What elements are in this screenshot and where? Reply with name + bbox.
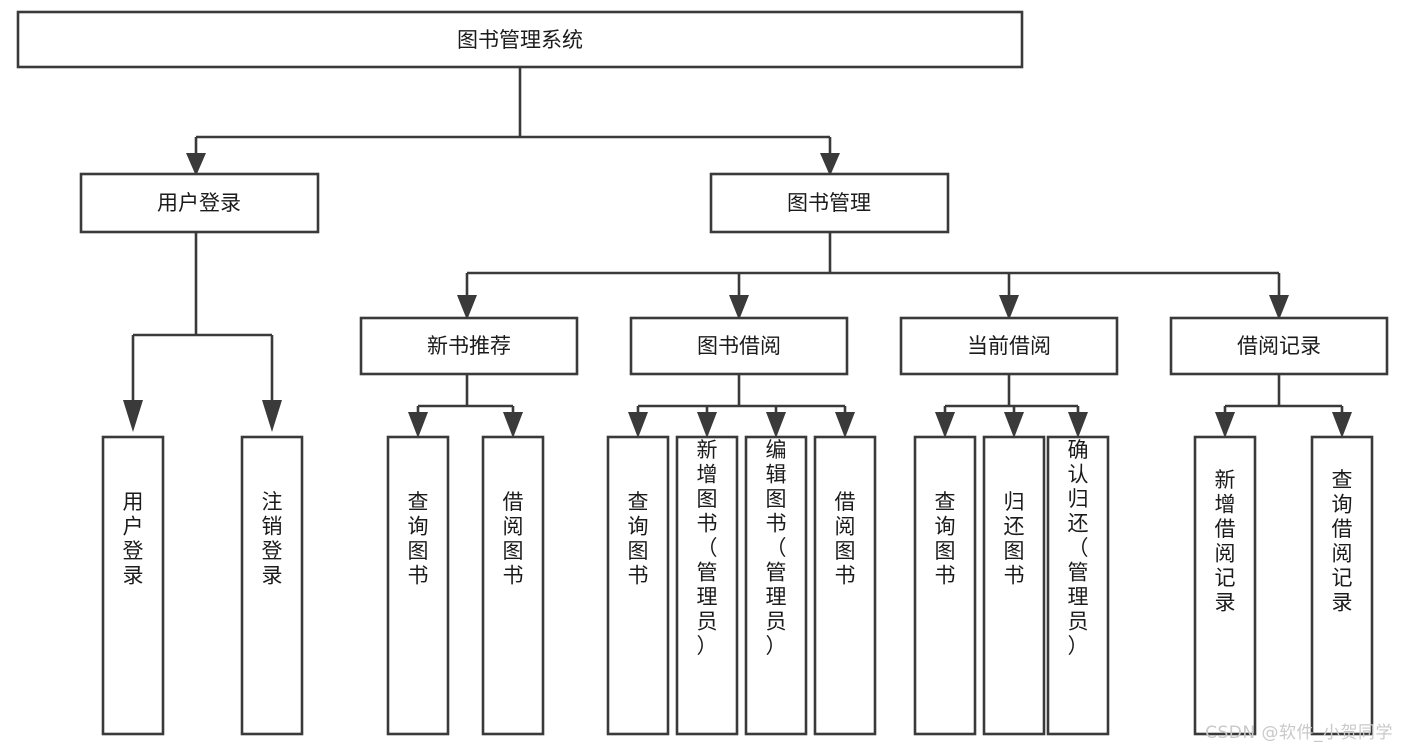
leaf-query-record-label: 查询借阅记录 xyxy=(1332,468,1353,615)
node-book-borrow-label: 图书借阅 xyxy=(697,334,781,358)
leaf-add-book-label: 新增图书（管理员） xyxy=(697,438,718,658)
leaf-borrow-book-1-box[interactable] xyxy=(481,435,545,736)
arrowhead-new-book-rec xyxy=(457,295,477,320)
arrowhead-user-login xyxy=(186,153,206,176)
leaf-return-book-box[interactable] xyxy=(982,435,1046,736)
node-new-book-rec[interactable]: 新书推荐 xyxy=(359,316,579,376)
leaf-query-book-3-label: 查询图书 xyxy=(935,490,956,588)
arrowhead-leaf-user-login xyxy=(123,400,143,432)
leaf-query-book-2-label: 查询图书 xyxy=(628,490,649,588)
leaf-add-record-box[interactable] xyxy=(1193,435,1257,736)
leaf-logout-label: 注销登录 xyxy=(262,490,283,588)
arrowhead-book-borrow xyxy=(729,295,749,320)
leaf-node[interactable]: 归还图书 xyxy=(982,435,1046,736)
leaf-edit-book-box[interactable] xyxy=(744,435,808,736)
leaf-node[interactable]: 借阅图书 xyxy=(481,435,545,736)
arrowhead-leaf-add-book xyxy=(697,412,717,438)
leaf-borrow-book-1-label: 借阅图书 xyxy=(503,490,524,588)
leaf-return-book-label: 归还图书 xyxy=(1004,490,1025,588)
node-root-box[interactable] xyxy=(16,10,1024,69)
leaf-node[interactable]: 查询借阅记录 xyxy=(1310,435,1374,736)
arrowhead-leaf-query-book-3 xyxy=(935,412,955,438)
leaf-user-login-box[interactable] xyxy=(101,435,165,736)
leaf-node[interactable]: 新增图书（管理员） xyxy=(675,435,739,736)
node-book-manage-box[interactable] xyxy=(709,172,950,234)
node-book-manage-label: 图书管理 xyxy=(787,191,871,215)
arrowhead-leaf-query-book-1 xyxy=(408,412,428,438)
node-book-borrow[interactable]: 图书借阅 xyxy=(629,316,849,376)
leaf-node[interactable]: 查询图书 xyxy=(606,435,670,736)
node-user-login[interactable]: 用户登录 xyxy=(79,172,320,234)
leaf-node[interactable]: 新增借阅记录 xyxy=(1193,435,1257,736)
leaf-query-book-2-box[interactable] xyxy=(606,435,670,736)
leaf-query-record-box[interactable] xyxy=(1310,435,1374,736)
leaf-node[interactable]: 编辑图书（管理员） xyxy=(744,435,808,736)
arrowhead-leaf-edit-book xyxy=(766,412,786,438)
connector-group xyxy=(123,67,1352,438)
node-borrow-record-label: 借阅记录 xyxy=(1237,334,1321,358)
arrowhead-leaf-confirm-return xyxy=(1068,412,1088,438)
node-borrow-record-box[interactable] xyxy=(1169,316,1389,376)
leaf-node[interactable]: 用户登录 xyxy=(101,435,165,736)
node-book-manage[interactable]: 图书管理 xyxy=(709,172,950,234)
node-current-borrow-label: 当前借阅 xyxy=(967,334,1051,358)
node-user-login-box[interactable] xyxy=(79,172,320,234)
leaf-node[interactable]: 确认归还（管理员） xyxy=(1046,435,1110,736)
leaf-query-book-1-box[interactable] xyxy=(386,435,450,736)
leaf-borrow-book-2-box[interactable] xyxy=(813,435,877,736)
node-borrow-record[interactable]: 借阅记录 xyxy=(1169,316,1389,376)
arrowhead-book-manage xyxy=(820,153,840,176)
leaf-user-login-label: 用户登录 xyxy=(123,490,144,588)
arrowhead-leaf-add-record xyxy=(1215,412,1235,438)
arrowhead-leaf-query-record xyxy=(1332,412,1352,438)
arrowhead-current-borrow xyxy=(999,295,1019,320)
leaf-node[interactable]: 查询图书 xyxy=(913,435,977,736)
leaf-node[interactable]: 借阅图书 xyxy=(813,435,877,736)
leaf-add-book-box[interactable] xyxy=(675,435,739,736)
leaf-query-book-1-label: 查询图书 xyxy=(408,490,429,588)
leaf-node[interactable]: 查询图书 xyxy=(386,435,450,736)
leaf-logout-box[interactable] xyxy=(240,435,304,736)
arrowhead-leaf-borrow-book-2 xyxy=(835,412,855,438)
arrowhead-leaf-logout xyxy=(262,400,282,432)
leaf-confirm-return-box[interactable] xyxy=(1046,435,1110,736)
node-root[interactable]: 图书管理系统 xyxy=(16,10,1024,69)
leaf-confirm-return-label: 确认归还（管理员） xyxy=(1068,438,1089,658)
node-root-label: 图书管理系统 xyxy=(457,28,583,52)
arrowhead-leaf-query-book-2 xyxy=(628,412,648,438)
leaf-borrow-book-2-label: 借阅图书 xyxy=(835,490,856,588)
leaf-edit-book-label: 编辑图书（管理员） xyxy=(766,438,787,658)
node-current-borrow-box[interactable] xyxy=(899,316,1119,376)
arrowhead-borrow-record xyxy=(1269,295,1289,320)
arrowhead-leaf-borrow-book-1 xyxy=(503,412,523,438)
node-book-borrow-box[interactable] xyxy=(629,316,849,376)
leaf-add-record-label: 新增借阅记录 xyxy=(1215,468,1236,615)
leaf-node[interactable]: 注销登录 xyxy=(240,435,304,736)
node-new-book-rec-label: 新书推荐 xyxy=(427,334,511,358)
arrowhead-leaf-return-book xyxy=(1004,412,1024,438)
node-new-book-rec-box[interactable] xyxy=(359,316,579,376)
node-user-login-label: 用户登录 xyxy=(157,191,241,215)
leaf-query-book-3-box[interactable] xyxy=(913,435,977,736)
node-current-borrow[interactable]: 当前借阅 xyxy=(899,316,1119,376)
